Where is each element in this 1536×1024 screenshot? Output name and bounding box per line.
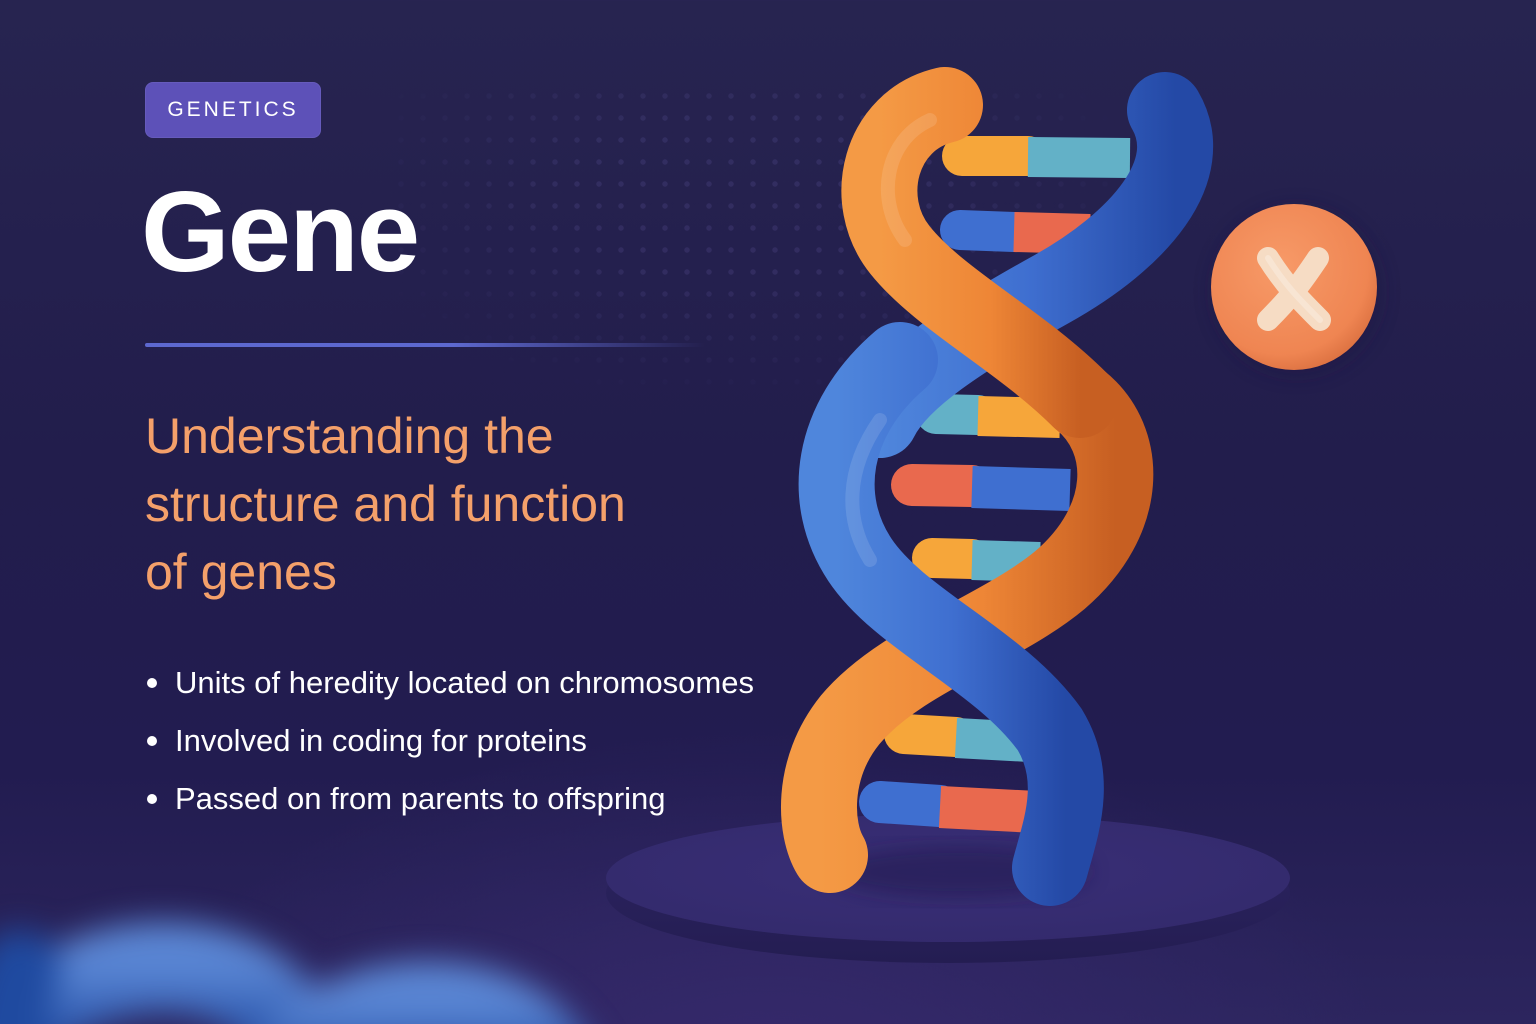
subtitle: Understanding the structure and function…: [145, 402, 785, 606]
bullet-icon: [147, 736, 157, 746]
dna-strand-orange-front: [841, 67, 1118, 438]
chromosome-badge: [1211, 204, 1380, 374]
dna-strand-blue-front: [798, 322, 1104, 906]
fact-text: Passed on from parents to offspring: [175, 781, 666, 816]
pedestal-platform: [606, 814, 1290, 963]
fact-text: Units of heredity located on chromosomes: [175, 665, 754, 700]
category-badge-label: GENETICS: [167, 98, 299, 121]
bullet-icon: [147, 794, 157, 804]
base-pair: [942, 136, 1131, 178]
fact-list-item: Units of heredity located on chromosomes: [145, 660, 754, 718]
bullet-icon: [147, 678, 157, 688]
subtitle-line: Understanding the: [145, 408, 554, 464]
base-pair: [859, 781, 1038, 833]
fact-list: Units of heredity located on chromosomes…: [145, 660, 754, 834]
page-title: Gene: [141, 169, 420, 296]
fact-text: Involved in coding for proteins: [175, 723, 587, 758]
base-pair: [891, 464, 1071, 511]
fact-list-item: Passed on from parents to offspring: [145, 776, 754, 834]
subtitle-line: of genes: [145, 544, 337, 600]
fact-list-item: Involved in coding for proteins: [145, 718, 754, 776]
blurred-dna-decoration: [0, 922, 577, 1024]
category-badge: GENETICS: [145, 82, 321, 138]
title-divider: [145, 343, 705, 347]
chromosome-icon: [1257, 247, 1331, 331]
subtitle-line: structure and function: [145, 476, 626, 532]
